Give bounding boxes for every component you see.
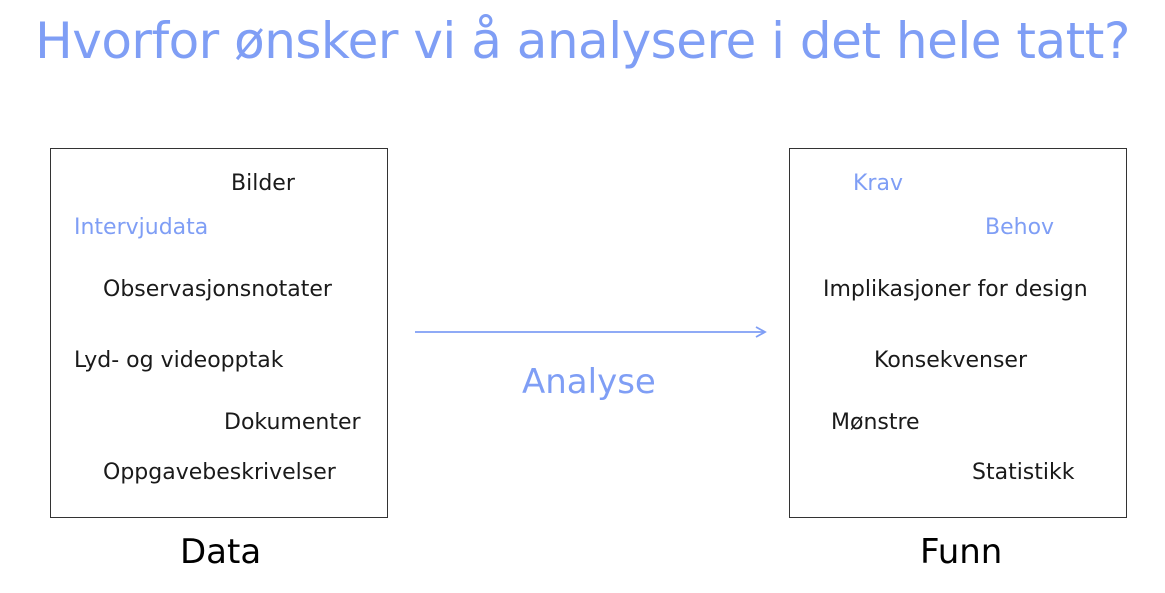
- data-item-dokumenter: Dokumenter: [224, 410, 361, 435]
- findings-caption: Funn: [920, 532, 1003, 572]
- slide-title: Hvorfor ønsker vi å analysere i det hele…: [35, 12, 1130, 70]
- data-item-intervjudata: Intervjudata: [74, 215, 209, 240]
- data-box: Bilder Intervjudata Observasjonsnotater …: [50, 148, 388, 518]
- findings-box: Krav Behov Implikasjoner for design Kons…: [789, 148, 1127, 518]
- arrow-right-icon: [415, 326, 767, 338]
- findings-item-krav: Krav: [853, 171, 903, 196]
- analyse-label: Analyse: [522, 362, 656, 402]
- findings-item-konsekvenser: Konsekvenser: [874, 348, 1028, 373]
- findings-item-statistikk: Statistikk: [972, 460, 1075, 485]
- findings-item-implikasjoner: Implikasjoner for design: [823, 277, 1088, 302]
- data-caption: Data: [180, 532, 262, 572]
- data-item-lyd-video: Lyd- og videopptak: [74, 348, 284, 373]
- data-item-oppgavebeskrivelser: Oppgavebeskrivelser: [103, 460, 336, 485]
- findings-item-behov: Behov: [985, 215, 1055, 240]
- data-item-observasjonsnotater: Observasjonsnotater: [103, 277, 332, 302]
- data-item-bilder: Bilder: [231, 171, 295, 196]
- findings-item-monstre: Mønstre: [831, 410, 920, 435]
